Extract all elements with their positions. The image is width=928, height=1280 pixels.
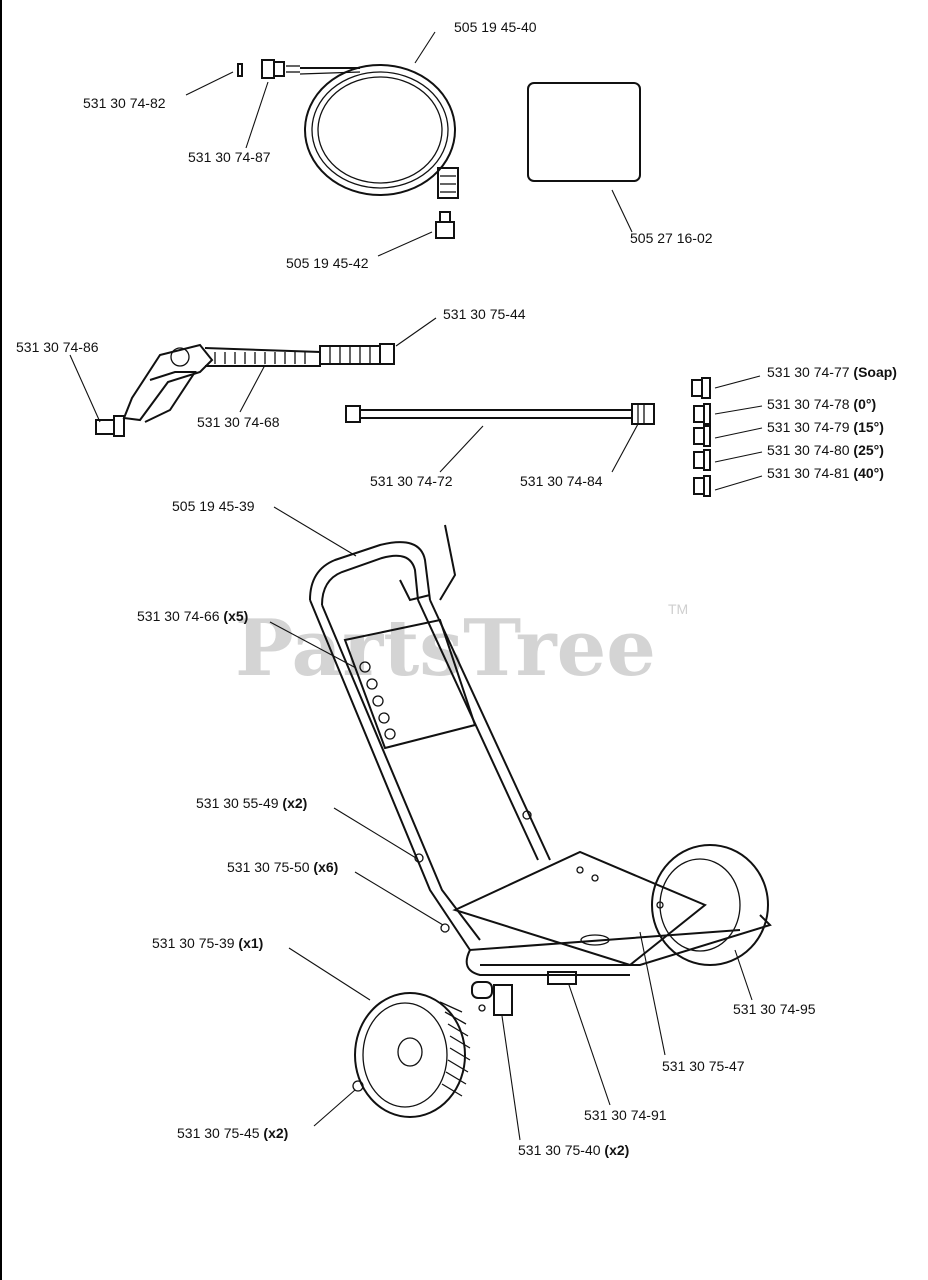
label-wheel-washer: 531 30 75-45 (x2) <box>177 1125 288 1141</box>
label-adapter: 505 19 45-42 <box>286 255 369 271</box>
label-hose: 505 19 45-40 <box>454 19 537 35</box>
label-wand: 531 30 74-72 <box>370 473 453 489</box>
label-gun-inlet: 531 30 74-86 <box>16 339 99 355</box>
gun-inlet-drawing[interactable] <box>95 415 125 437</box>
label-plug: 531 30 74-82 <box>83 95 166 111</box>
nozzle-15-drawing[interactable] <box>693 425 711 447</box>
leader-lines <box>69 31 763 1141</box>
axle-drawing[interactable] <box>547 971 577 985</box>
nozzle-holder-drawing[interactable] <box>343 618 477 750</box>
label-nozzle-holder: 531 30 74-66 (x5) <box>137 608 248 624</box>
nozzle-soap-drawing[interactable] <box>691 377 711 399</box>
label-coupler: 531 30 74-87 <box>188 149 271 165</box>
label-bolt: 531 30 55-49 (x2) <box>196 795 307 811</box>
label-foot: 531 30 75-40 (x2) <box>518 1142 629 1158</box>
foot-drawing[interactable] <box>471 981 513 1016</box>
wheel-drawing[interactable] <box>354 992 471 1118</box>
label-nozzle-25: 531 30 74-80 (25°) <box>767 442 884 458</box>
label-wheel: 531 30 75-39 (x1) <box>152 935 263 951</box>
watermark-text: PartsTree <box>235 603 656 694</box>
nozzle-0-drawing[interactable] <box>693 403 711 425</box>
base-plate-drawing[interactable] <box>452 850 707 967</box>
watermark-tm: TM <box>668 601 688 617</box>
label-axle: 531 30 74-91 <box>584 1107 667 1123</box>
adapter-drawing[interactable] <box>435 211 455 239</box>
label-wand-coupler: 531 30 74-84 <box>520 473 603 489</box>
hose-drawing[interactable] <box>299 64 459 199</box>
label-nozzle-40: 531 30 74-81 (40°) <box>767 465 884 481</box>
coupler-drawing[interactable] <box>261 59 300 79</box>
label-nozzle-15: 531 30 74-79 (15°) <box>767 419 884 435</box>
spray-gun-drawing[interactable] <box>122 343 395 423</box>
plug-drawing[interactable] <box>237 63 243 77</box>
label-nozzle-soap: 531 30 74-77 (Soap) <box>767 364 897 380</box>
bolt-drawing[interactable] <box>414 810 532 863</box>
rear-wheel-drawing[interactable] <box>651 844 769 966</box>
label-manual: 505 27 16-02 <box>630 230 713 246</box>
wand-coupler-drawing[interactable] <box>631 403 655 425</box>
label-gun-nut: 531 30 75-44 <box>443 306 526 322</box>
nozzle-25-drawing[interactable] <box>693 449 711 471</box>
label-cart-frame: 531 30 74-95 <box>733 1001 816 1017</box>
manual-drawing[interactable] <box>527 82 641 182</box>
nut-drawing[interactable] <box>440 923 450 933</box>
wand-drawing[interactable] <box>345 405 632 423</box>
label-gun: 531 30 74-68 <box>197 414 280 430</box>
cart-frame-drawing[interactable] <box>309 599 772 976</box>
nozzle-40-drawing[interactable] <box>693 475 711 497</box>
label-base-plate: 531 30 75-47 <box>662 1058 745 1074</box>
page-left-border <box>0 0 2 1280</box>
label-nozzle-0: 531 30 74-78 (0°) <box>767 396 876 412</box>
wheel-washer-drawing[interactable] <box>352 1080 364 1092</box>
handle-drawing[interactable] <box>309 524 457 606</box>
label-nut: 531 30 75-50 (x6) <box>227 859 338 875</box>
label-handle: 505 19 45-39 <box>172 498 255 514</box>
